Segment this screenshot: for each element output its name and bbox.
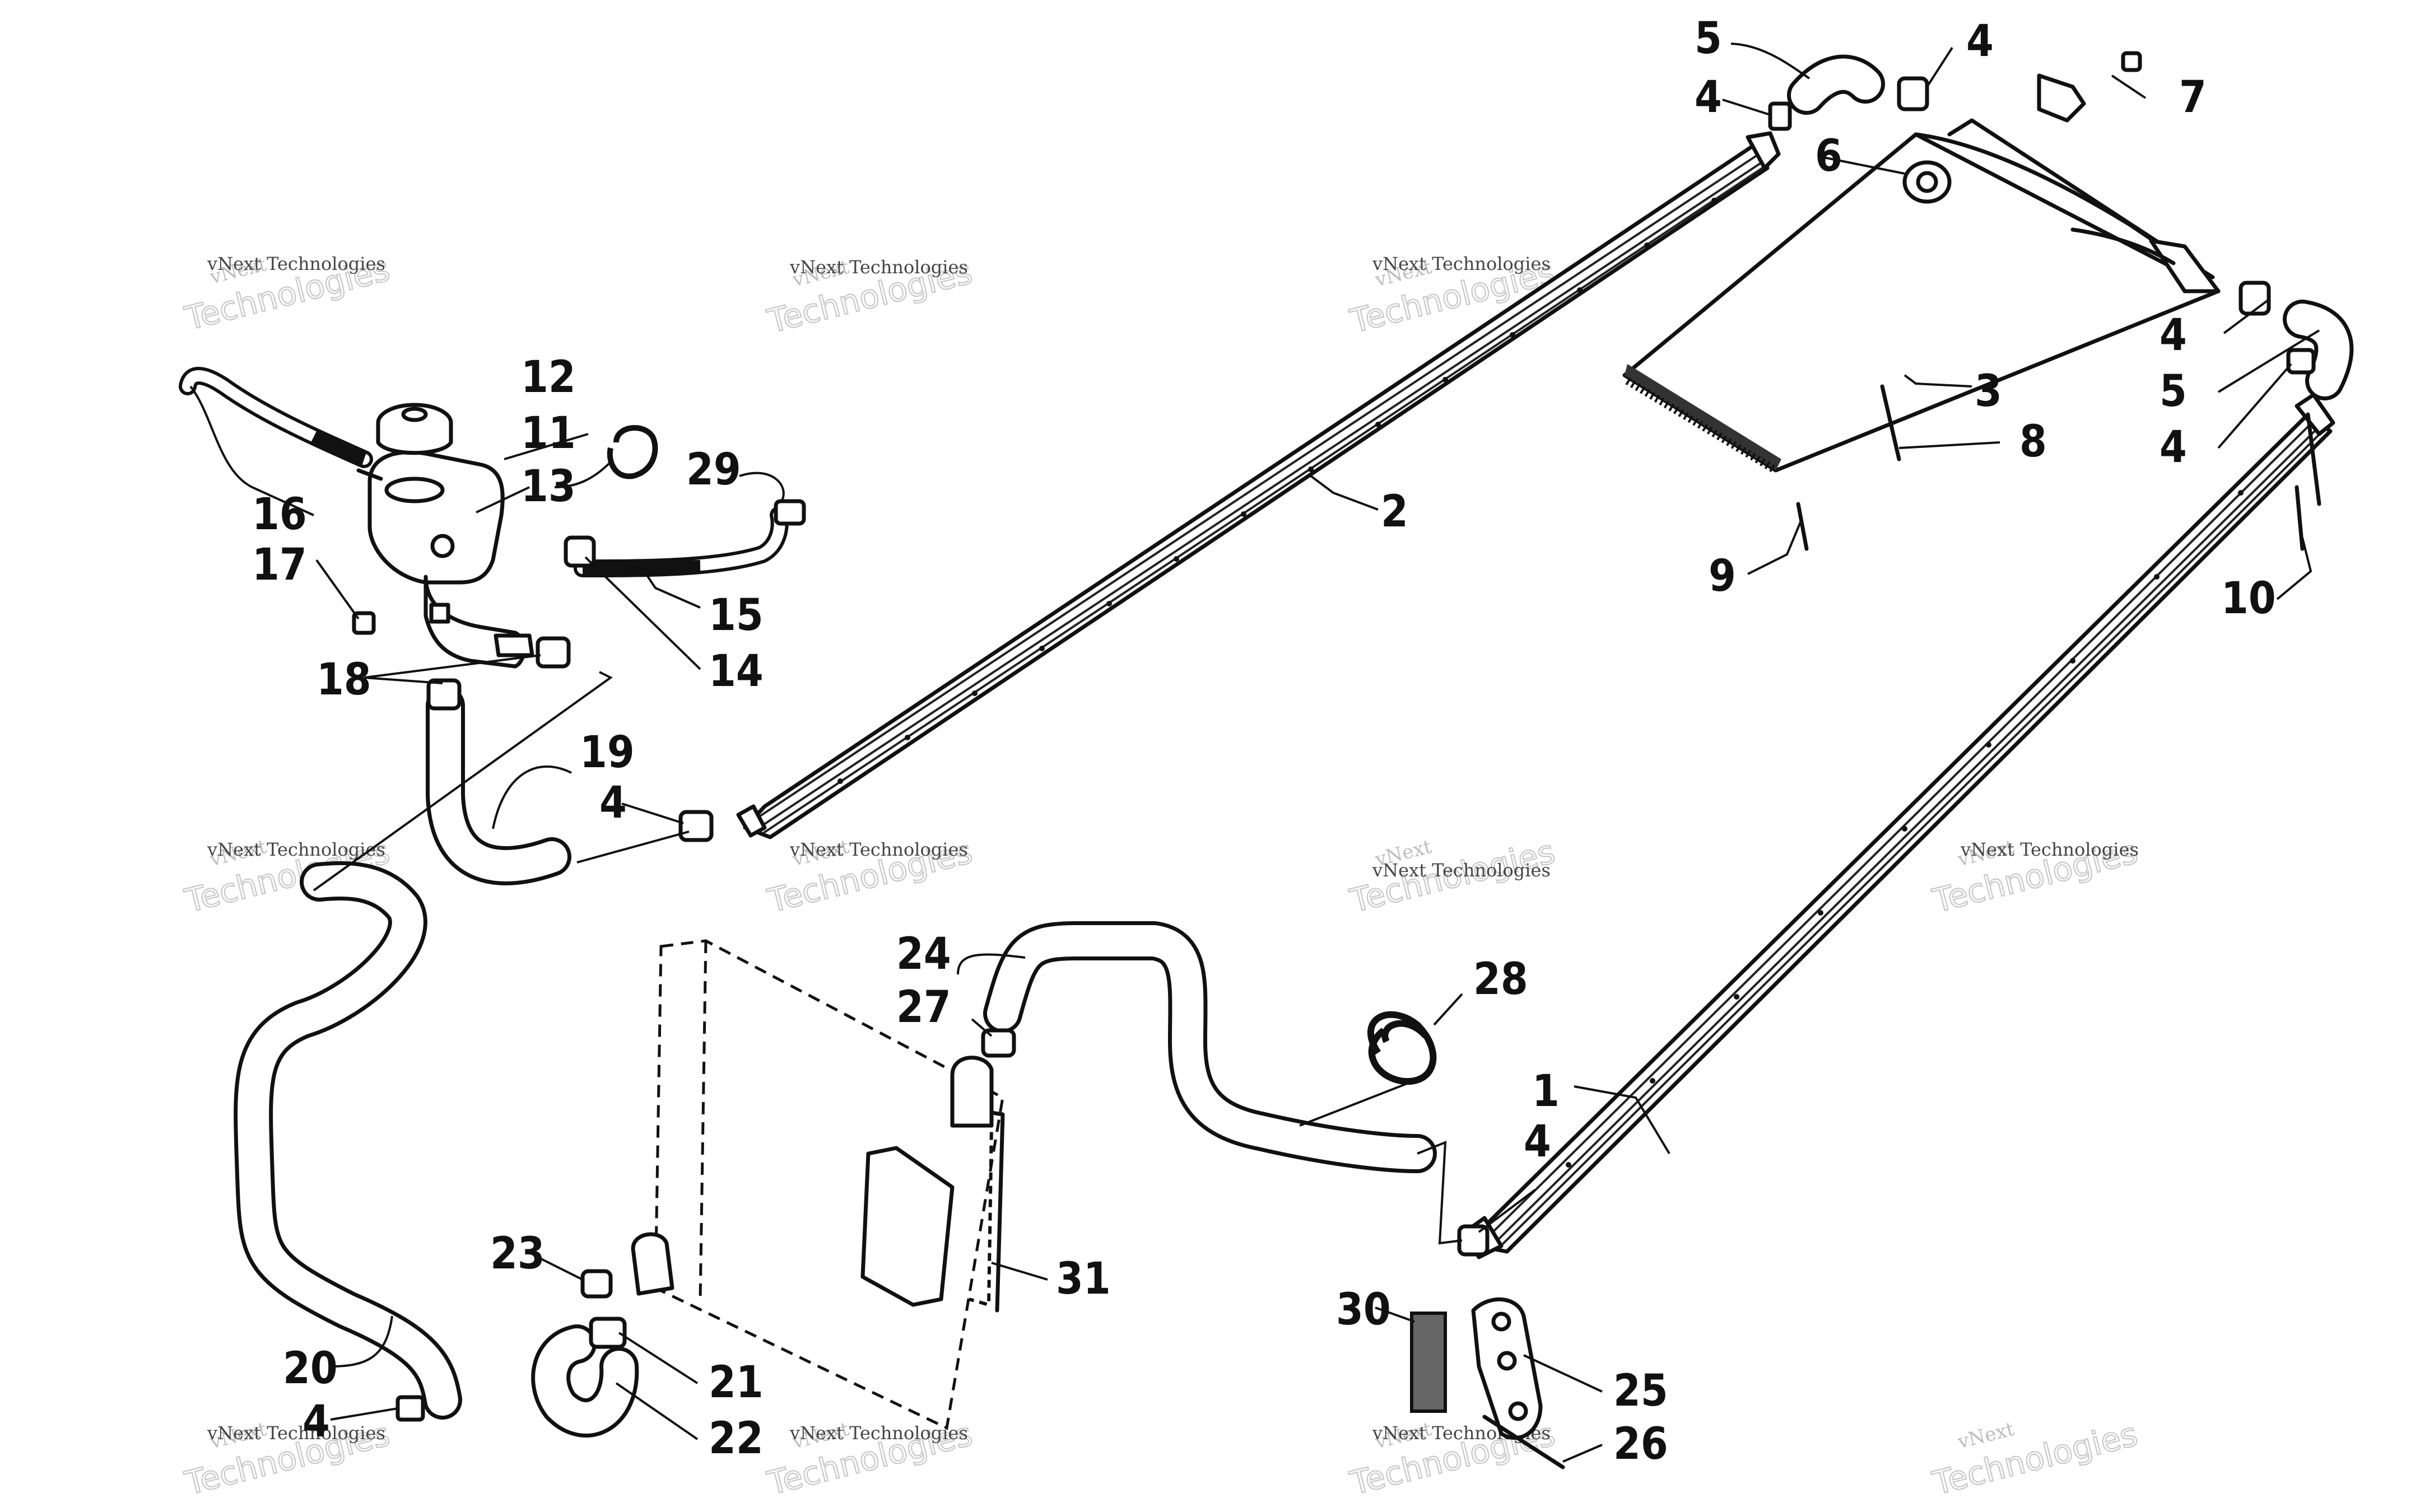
part-4-clamp-g [395,1395,425,1422]
part-1-right-heat-exchanger [1463,393,2335,1259]
part-18-clamp-b [426,678,462,711]
callout-26: 26 [1613,1419,1668,1469]
watermark-small-10: vNext Technologies [789,1422,968,1444]
part-4-clamp-e [2286,348,2316,375]
rail-rivets [837,198,1717,784]
callout-15: 15 [709,590,764,641]
watermark-line2: Technologies [1929,1415,2141,1502]
watermark-2: vNext Technologies [763,252,976,341]
watermark-small-3: vNext Technologies [1372,253,1551,274]
part-11-coolant-bottle [356,450,534,669]
callout-9: 9 [1709,551,1736,601]
callout-25: 25 [1613,1366,1668,1416]
part-4-clamp-b [1768,101,1792,131]
part-28-clamp [1367,1011,1437,1085]
callout-14: 14 [709,646,764,697]
hose-22 [531,1324,639,1438]
hose-16 [179,367,373,468]
watermark-9: vNext Technologies [180,1414,394,1503]
part-7-screw [2037,51,2142,123]
hose-20 [234,861,462,1420]
callout-6: 6 [1815,131,1842,181]
callout-10: 10 [2221,573,2276,624]
leader-lines [189,43,2320,1463]
watermark-1: vNext Technologies [180,249,394,338]
callout-3: 3 [1975,366,2002,417]
watermark-small-7: vNext Technologies [1372,860,1551,881]
callout-4e: 4 [599,778,627,828]
callout-5a: 5 [1695,13,1722,64]
callout-1: 1 [1532,1066,1560,1117]
part-4-clamp-c [1897,76,1929,111]
callout-17: 17 [252,540,307,590]
clamps [352,51,2316,1469]
part-10-screw [2295,485,2305,551]
callout-12: 12 [521,352,576,403]
callout-4c: 4 [2160,310,2187,361]
part-30-pad [1410,1312,1447,1413]
callout-24: 24 [896,929,951,979]
callout-30: 30 [1336,1285,1391,1335]
watermark-small-5: vNext Technologies [207,839,385,860]
callout-29: 29 [686,445,741,495]
part-23-clamp [580,1269,613,1299]
part-26-screw [1482,1415,1565,1469]
callout-20: 20 [283,1343,338,1394]
watermark-small-9: vNext Technologies [207,1422,385,1444]
part-9-rivet [1796,502,1809,551]
callout-4g: 4 [302,1397,330,1447]
callout-22: 22 [709,1413,764,1464]
callout-7: 7 [2179,72,2207,123]
watermark-12: vNext Technologies [1928,1414,2142,1503]
callout-13: 13 [521,461,576,512]
exchanger-fins [1625,377,1778,474]
callout-labels: 1 2 3 4 4 4 4 4 4 4 5 5 6 7 8 9 10 11 12… [252,13,2276,1469]
part-4-clamp-a [678,810,714,842]
callout-5b: 5 [2160,366,2187,417]
callout-4a: 4 [1966,16,1994,67]
part-3-rear-heat-exchanger [1622,118,2221,474]
callout-23: 23 [490,1229,545,1279]
rail-rivets [1566,490,2244,1168]
watermark-8: vNext Technologies [1928,832,2142,921]
callout-27: 27 [896,982,951,1033]
callout-19: 19 [580,727,635,778]
watermark-small-8: vNext Technologies [1960,839,2139,860]
callout-18: 18 [317,655,371,705]
part-18-clamp-a [536,636,571,669]
callout-4f: 4 [1524,1117,1551,1167]
callout-4b: 4 [1695,72,1722,123]
hose-19 [426,686,571,885]
callout-31: 31 [1056,1254,1111,1304]
watermark-small-6: vNext Technologies [789,839,968,860]
callout-16: 16 [252,489,307,540]
part-12-radiator-cap [376,403,453,455]
callout-11: 11 [521,408,576,459]
part-25-bracket [1471,1297,1543,1440]
callout-28: 28 [1473,954,1528,1005]
part-29-clamp [774,499,806,526]
watermark-small-1: vNext Technologies [207,253,385,274]
callout-2: 2 [1381,487,1408,537]
part-13-clamp [607,425,658,479]
part-21-clamp [589,1317,627,1349]
part-8-rivet [1880,384,1901,461]
part-2-left-heat-exchanger [736,131,1781,839]
hose-5-upper [1787,54,1885,115]
watermark-10: vNext Technologies [763,1414,976,1503]
part-6-nut [1902,160,1952,204]
callout-8: 8 [2019,417,2047,467]
callout-21: 21 [709,1357,764,1408]
part-4-clamp-f [1457,1224,1490,1257]
part-31-front-cooler [631,939,1005,1430]
callout-4d: 4 [2160,422,2187,473]
watermark-small-2: vNext Technologies [789,256,968,278]
hose-5-lower [2283,300,2354,400]
hose-15 [574,506,789,577]
hose-24 [983,921,1437,1173]
